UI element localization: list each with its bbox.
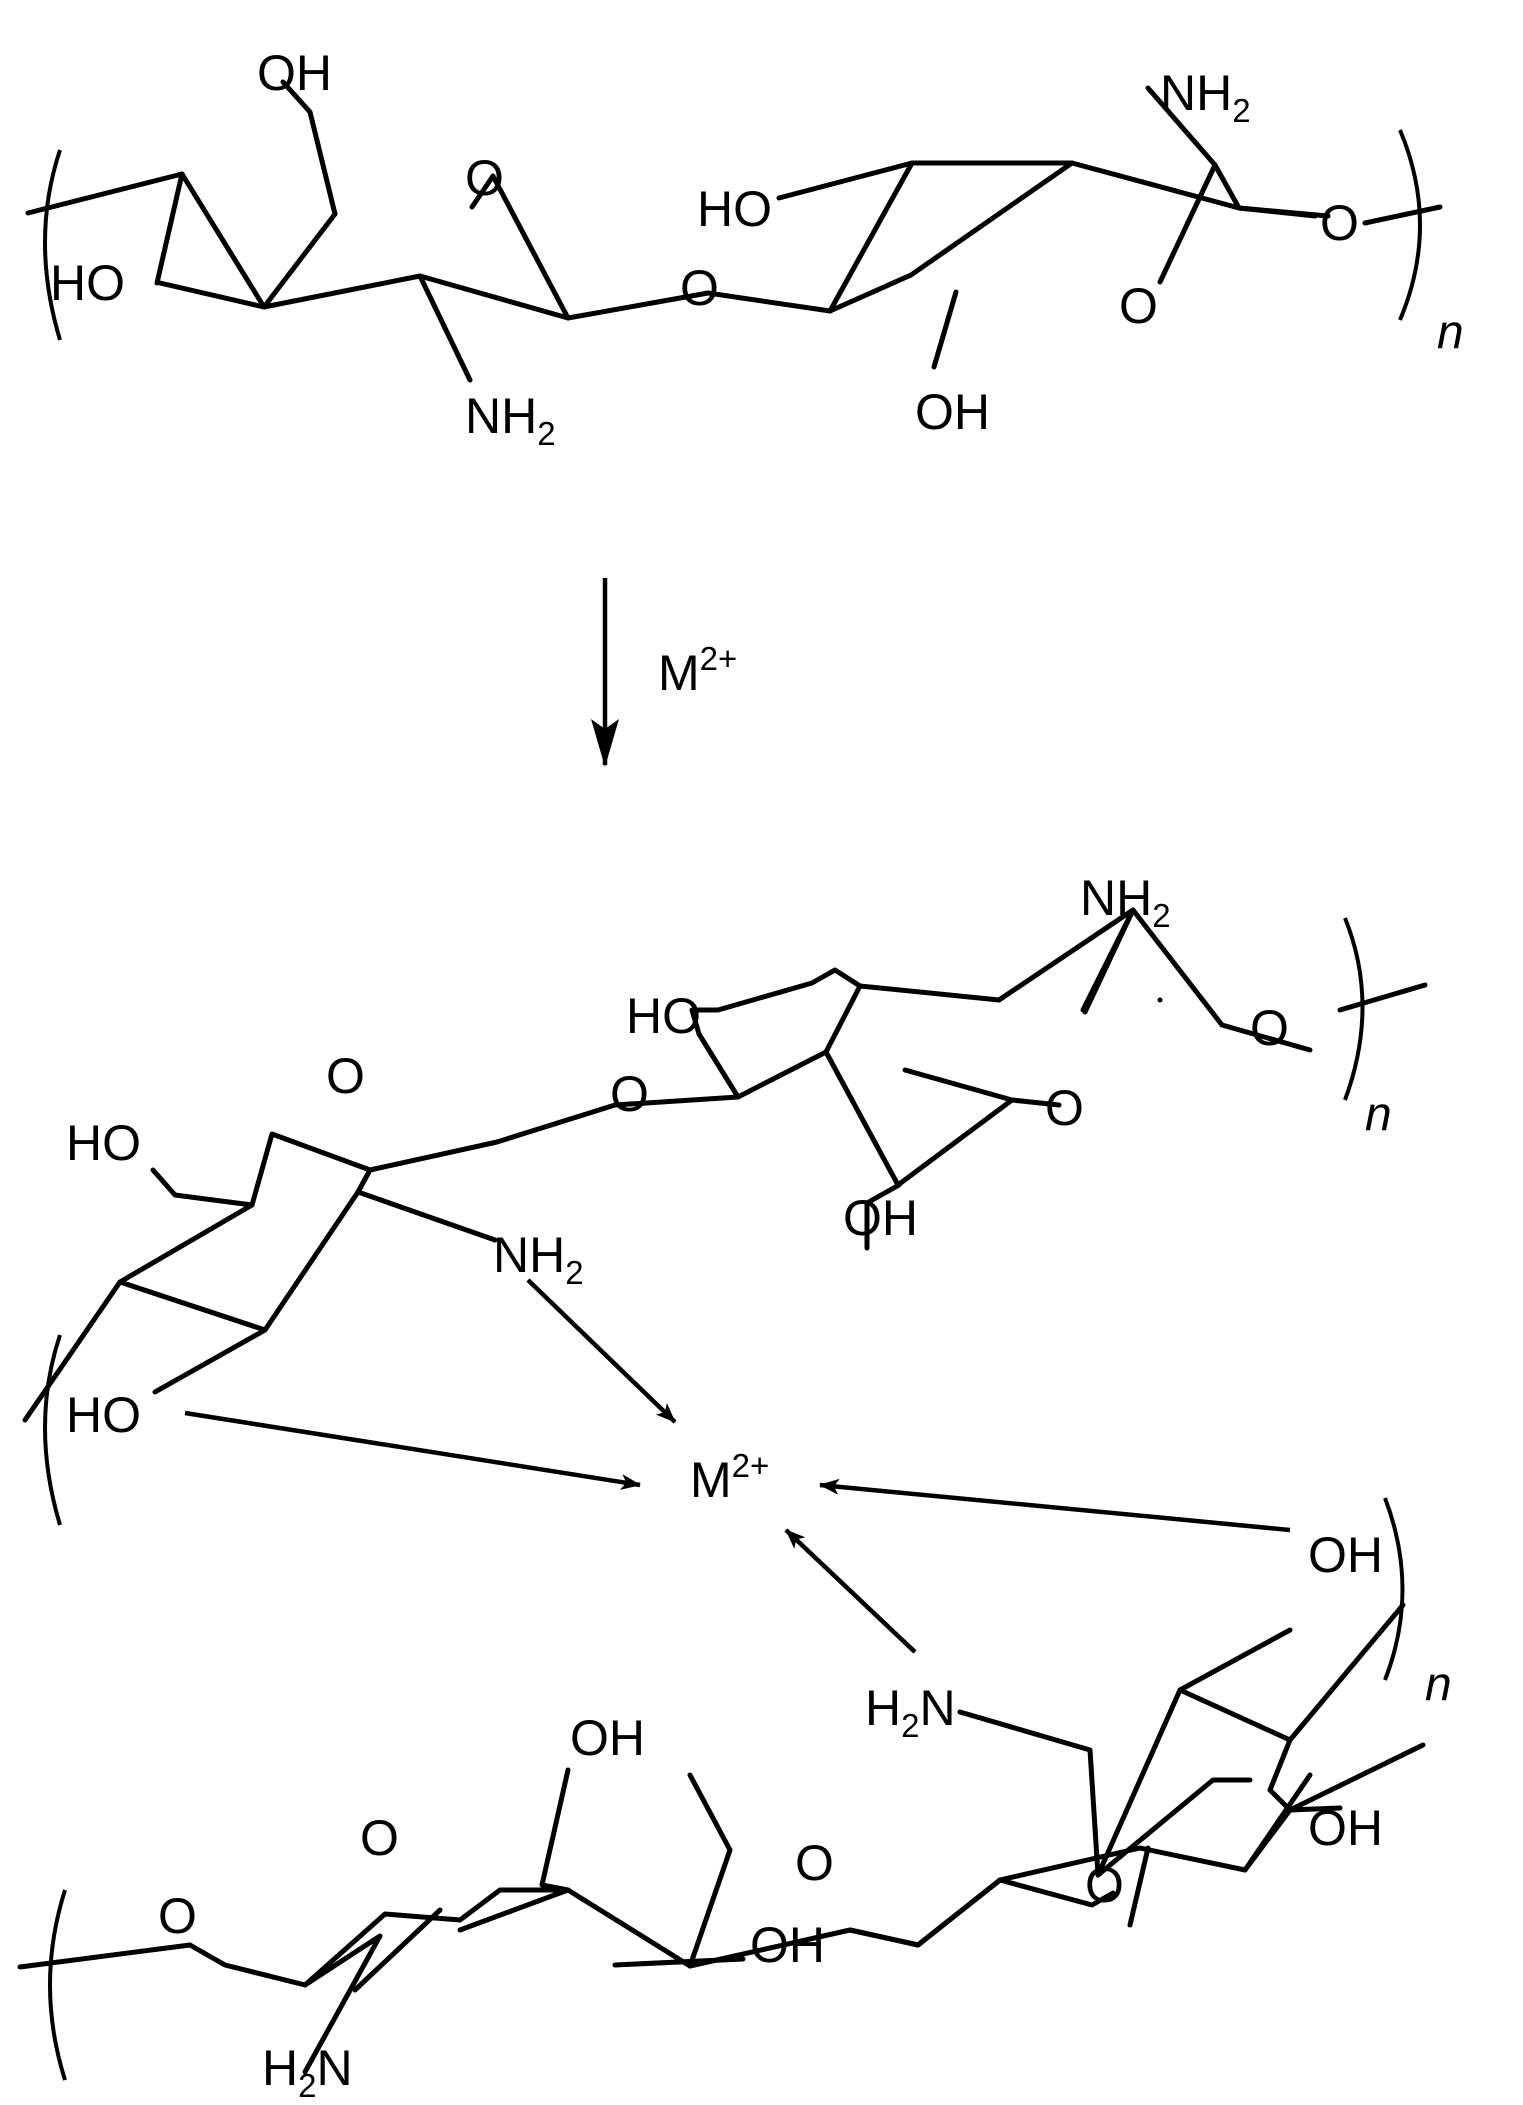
metal-center: M2+ <box>690 1447 769 1508</box>
lower-chitosan-chain: OH n H2N OH OH O O O O OH H2N <box>17 1497 1452 2104</box>
ho-label: HO <box>50 255 125 311</box>
glycosidic-oxygen-label: O <box>1250 1000 1289 1056</box>
ring-oxygen-label: O <box>1119 278 1158 334</box>
ho-label: HO <box>626 988 701 1044</box>
chitosan-bonds <box>25 79 1443 383</box>
metal-ion-label: M2+ <box>690 1447 769 1508</box>
oh-label: OH <box>1308 1800 1383 1856</box>
nh2-label: NH2 <box>1160 65 1251 129</box>
metal-ion-reagent-label: M2+ <box>658 640 737 701</box>
ring-oxygen-label: O <box>465 150 504 206</box>
oh-label: OH <box>1308 1527 1383 1583</box>
coordination-arrow <box>526 1278 677 1424</box>
left-bracket <box>43 149 62 341</box>
right-bracket <box>1343 917 1365 1101</box>
reaction-arrow: M2+ <box>591 578 737 767</box>
coordination-arrow <box>784 1528 917 1654</box>
nh2-label: NH2 <box>1080 870 1171 934</box>
glycosidic-oxygen-label: O <box>795 1835 834 1891</box>
ho-label: HO <box>697 181 772 237</box>
upper-chain-atom-labels: NH2 HO O O O O HO OH NH2 HO n <box>66 870 1392 1443</box>
left-bracket <box>43 1334 62 1526</box>
coordination-arrow <box>184 1410 641 1490</box>
h2n-label: H2N <box>865 1680 956 1744</box>
ring-oxygen-label: O <box>326 1048 365 1104</box>
chitosan-repeat-unit: OH O HO O NH2 NH2 HO O O OH n <box>25 45 1464 452</box>
glycosidic-oxygen-label: O <box>610 1066 649 1122</box>
coordination-arrow <box>819 1478 1291 1533</box>
ho-label: HO <box>66 1115 141 1171</box>
oh-label: OH <box>915 384 990 440</box>
chitosan-atom-labels: OH O HO O NH2 NH2 HO O O OH n <box>50 45 1464 452</box>
repeat-n-label: n <box>1365 1088 1392 1141</box>
lower-chain-atom-labels: OH n H2N OH OH O O O O OH H2N <box>158 1527 1452 2104</box>
coordination-arrows <box>184 1278 1291 1654</box>
glycosidic-oxygen-label: O <box>680 260 719 316</box>
h2n-label: H2N <box>262 2040 353 2104</box>
left-bracket <box>48 1889 67 2081</box>
right-bracket <box>1398 129 1422 321</box>
oh-label: OH <box>750 1917 825 1973</box>
repeat-n-label: n <box>1425 1658 1452 1711</box>
glycosidic-oxygen-label: O <box>158 1888 197 1944</box>
glycosidic-oxygen-label: O <box>1320 195 1359 251</box>
oh-label: OH <box>843 1190 918 1246</box>
oh-label: OH <box>257 45 332 101</box>
right-bracket <box>1383 1497 1405 1681</box>
repeat-n-label: n <box>1437 306 1464 359</box>
nh2-label: NH2 <box>493 1227 584 1291</box>
upper-chitosan-chain: NH2 HO O O O O HO OH NH2 HO n <box>22 870 1428 1526</box>
oh-label: OH <box>570 1710 645 1766</box>
ring-oxygen-label: O <box>1085 1857 1124 1913</box>
ring-oxygen-label: O <box>360 1810 399 1866</box>
nh2-label: NH2 <box>465 388 556 452</box>
ring-oxygen-label: O <box>1045 1080 1084 1136</box>
ho-label: HO <box>66 1387 141 1443</box>
